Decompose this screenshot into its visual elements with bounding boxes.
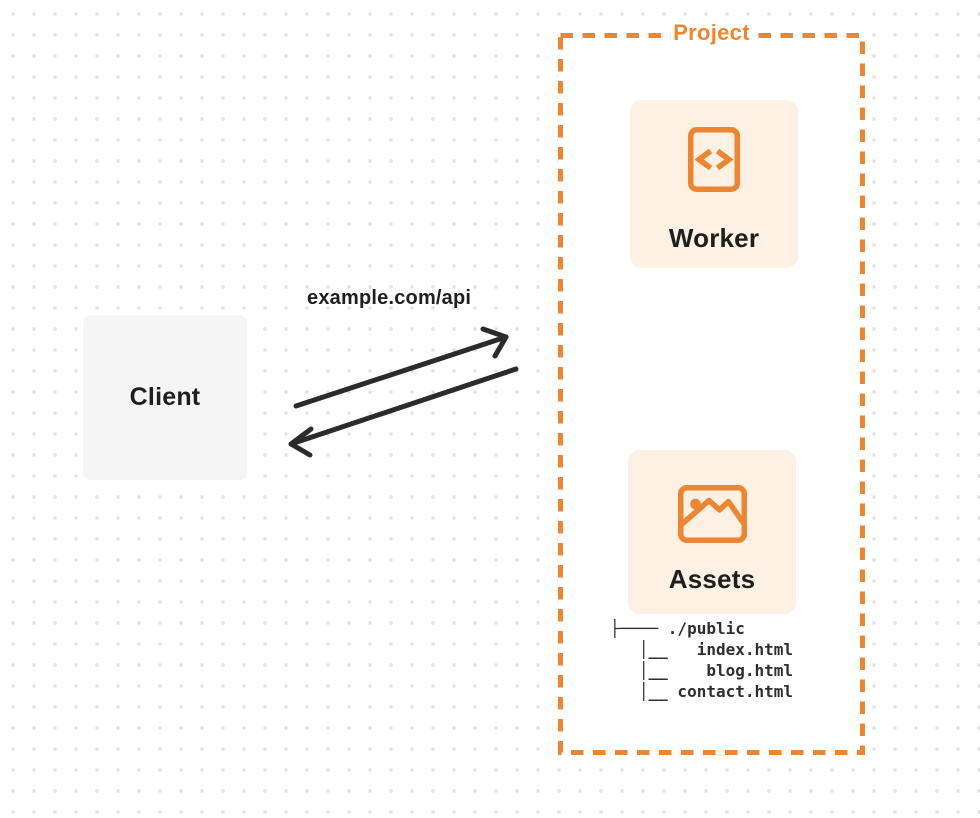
assets-node: Assets xyxy=(628,450,796,614)
file-tree: ├──── ./public │__ index.html │__ blog.h… xyxy=(610,618,793,702)
worker-node: Worker xyxy=(630,100,798,268)
image-icon xyxy=(677,485,747,543)
tree-line-public-dir: ├──── ./public xyxy=(610,619,745,638)
code-file-icon xyxy=(688,127,740,192)
tree-line-contact-html: │__ contact.html xyxy=(610,682,794,701)
project-dashed-border xyxy=(558,33,865,755)
tree-line-index-html: │__ index.html xyxy=(610,640,794,659)
request-url-label: example.com/api xyxy=(307,287,472,309)
client-node: Client xyxy=(83,315,247,480)
project-label: Project xyxy=(670,18,753,48)
response-arrow xyxy=(288,366,519,458)
assets-label: Assets xyxy=(668,564,756,594)
client-label: Client xyxy=(129,383,201,411)
worker-label: Worker xyxy=(668,223,760,253)
project-boundary: Project Worker Assets ├──── ./public │__… xyxy=(558,18,865,755)
tree-line-blog-html: │__ blog.html xyxy=(610,661,794,680)
request-arrow xyxy=(293,326,509,409)
